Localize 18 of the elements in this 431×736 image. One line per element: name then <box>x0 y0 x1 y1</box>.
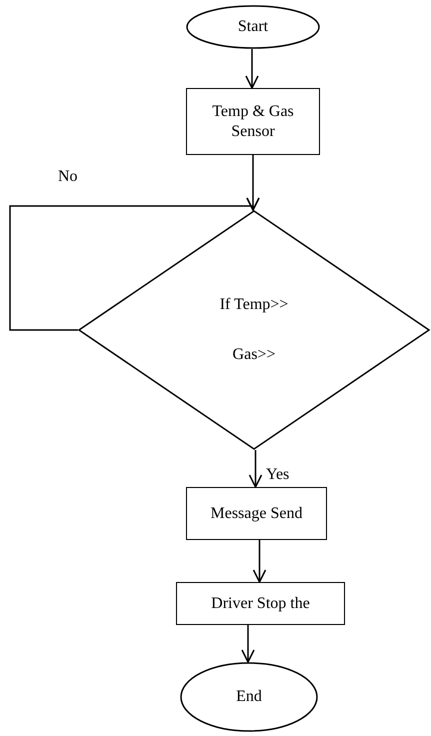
node-text: Gas>> <box>232 345 276 365</box>
arrow <box>245 49 259 89</box>
end-terminal <box>180 662 318 732</box>
arrow <box>241 625 255 663</box>
process-box <box>176 582 345 625</box>
node-text: Temp & Gas Sensor <box>211 102 295 142</box>
process-box <box>186 487 327 540</box>
node-text: If Temp>> <box>220 295 288 315</box>
node-text: Message Send <box>210 504 302 524</box>
arrow <box>252 540 266 583</box>
node-text: End <box>236 687 262 707</box>
node-text: Start <box>238 17 268 37</box>
start-terminal <box>186 5 320 49</box>
node-text: Driver Stop the <box>211 594 310 614</box>
process-box <box>186 88 320 155</box>
arrow <box>9 197 260 331</box>
arrow <box>248 450 262 488</box>
decision-diamond <box>78 210 430 450</box>
